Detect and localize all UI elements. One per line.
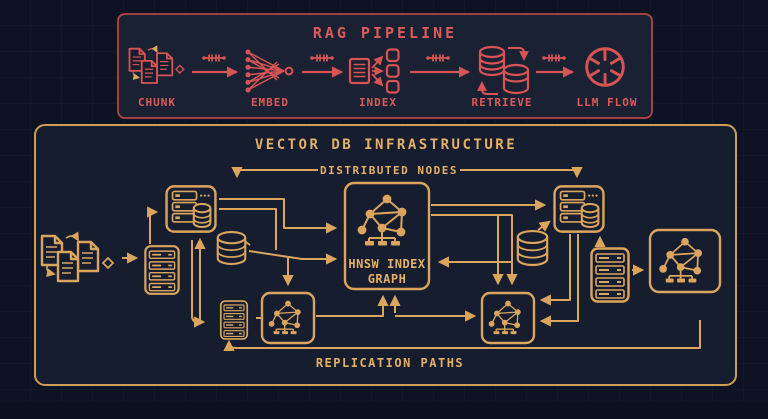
stage-label-embed: EMBED <box>251 96 289 109</box>
stage-label-index: INDEX <box>359 96 397 109</box>
vector-db-panel: HNSW INDEX GRAPH VECTOR DB INFRASTRUCTUR… <box>34 124 737 386</box>
distributed-nodes-label: DISTRIBUTED NODES <box>320 164 458 177</box>
hnsw-label-line2: GRAPH <box>368 272 407 286</box>
rag-pipeline-panel: RAG PIPELINE CHUNK EMBED INDEX RETRIEVE … <box>117 13 653 119</box>
replica-server-icon <box>219 300 249 340</box>
replication-paths-label: REPLICATION PATHS <box>316 356 464 370</box>
replica-node-right <box>648 228 722 294</box>
storage-node-top-left-icon <box>165 185 217 233</box>
stage-label-retrieve: RETRIEVE <box>472 96 533 109</box>
stage-label-chunk: CHUNK <box>138 96 176 109</box>
stage-label-llm-flow: LLM FLOW <box>577 96 638 109</box>
rag-pipeline-title: RAG PIPELINE <box>313 24 457 42</box>
database-cylinder-right-icon <box>516 229 549 267</box>
infra-title: VECTOR DB INFRASTRUCTURE <box>255 137 517 153</box>
replica-node-bottom-left <box>260 291 316 345</box>
bottom-dark-strip <box>0 402 768 419</box>
query-server-icon <box>590 247 630 303</box>
infrastructure-wires <box>122 167 701 351</box>
hnsw-index-node: HNSW INDEX GRAPH <box>343 181 431 291</box>
replica-node-bottom-right <box>480 291 536 345</box>
hnsw-label-line1: HNSW INDEX <box>348 257 426 271</box>
ingest-server-icon <box>144 245 180 295</box>
storage-node-top-right-icon <box>553 185 605 233</box>
hnsw-box-border <box>343 181 431 291</box>
database-cylinder-left-icon <box>216 230 247 266</box>
